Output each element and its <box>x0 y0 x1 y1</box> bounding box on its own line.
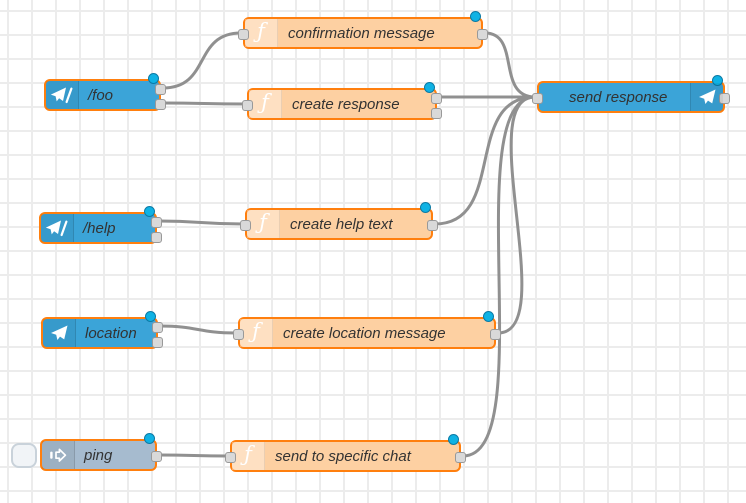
input-port[interactable] <box>233 329 244 340</box>
function-icon: ƒ <box>249 90 282 118</box>
node-help-command[interactable]: /help <box>39 206 162 244</box>
wire-foo-to-confirmation[interactable] <box>162 31 242 90</box>
wire-help-to-help-text[interactable] <box>158 219 244 226</box>
wire-help-text-to-send-response[interactable] <box>434 95 536 226</box>
function-icon: ƒ <box>245 19 278 47</box>
input-port[interactable] <box>240 220 251 231</box>
node-label: create location message <box>283 324 446 342</box>
changed-badge <box>420 202 431 213</box>
inject-arrow-icon <box>42 441 75 469</box>
telegram-command-icon <box>41 214 74 242</box>
node-confirmation-message[interactable]: ƒ confirmation message <box>238 11 488 49</box>
node-create-help-text[interactable]: ƒ create help text <box>240 202 438 240</box>
output-port-2[interactable] <box>431 108 442 119</box>
node-label: confirmation message <box>288 24 435 42</box>
input-port[interactable] <box>225 452 236 463</box>
node-create-location-message[interactable]: ƒ create location message <box>233 311 501 349</box>
changed-badge <box>712 75 723 86</box>
wire-foo-to-create-response[interactable] <box>162 101 246 106</box>
inject-trigger-button[interactable] <box>11 443 37 468</box>
node-label: /help <box>83 219 116 237</box>
node-ping-inject[interactable]: ping <box>11 433 162 471</box>
output-port-2[interactable] <box>155 99 166 110</box>
wire-ping-to-specific-chat[interactable] <box>158 453 229 458</box>
changed-badge <box>144 433 155 444</box>
output-port-1[interactable] <box>152 322 163 333</box>
telegram-plane-icon <box>43 319 76 347</box>
output-port[interactable] <box>490 329 501 340</box>
node-send-response[interactable]: send response <box>532 75 730 113</box>
node-label: create response <box>292 95 400 113</box>
changed-badge <box>145 311 156 322</box>
changed-badge <box>144 206 155 217</box>
node-label: send response <box>569 88 668 106</box>
output-port-1[interactable] <box>431 93 442 104</box>
changed-badge <box>483 311 494 322</box>
telegram-command-icon <box>46 81 79 109</box>
wire-confirmation-to-send-response[interactable] <box>484 31 536 99</box>
node-label: ping <box>84 446 113 464</box>
input-port[interactable] <box>532 93 543 104</box>
node-label: create help text <box>290 215 393 233</box>
output-port[interactable] <box>719 93 730 104</box>
output-port[interactable] <box>477 29 488 40</box>
output-port[interactable] <box>151 451 162 462</box>
wire-specific-chat-to-send-response[interactable] <box>462 95 536 458</box>
node-send-to-specific-chat[interactable]: ƒ send to specific chat <box>225 434 466 472</box>
output-port-2[interactable] <box>152 337 163 348</box>
function-icon: ƒ <box>240 319 273 347</box>
output-port[interactable] <box>427 220 438 231</box>
telegram-plane-icon <box>690 83 723 111</box>
wire-location-to-location-message[interactable] <box>159 324 237 335</box>
changed-badge <box>148 73 159 84</box>
function-icon: ƒ <box>232 442 265 470</box>
changed-badge <box>470 11 481 22</box>
output-port-2[interactable] <box>151 232 162 243</box>
input-port[interactable] <box>238 29 249 40</box>
output-port-1[interactable] <box>151 217 162 228</box>
node-label: location <box>85 324 137 342</box>
wire-location-message-to-send-response[interactable] <box>497 95 536 335</box>
changed-badge <box>424 82 435 93</box>
node-create-response[interactable]: ƒ create response <box>242 82 442 120</box>
output-port-1[interactable] <box>155 84 166 95</box>
output-port[interactable] <box>455 452 466 463</box>
changed-badge <box>448 434 459 445</box>
node-foo-command[interactable]: /foo <box>44 73 166 111</box>
node-label: /foo <box>88 86 114 104</box>
input-port[interactable] <box>242 100 253 111</box>
node-location-event[interactable]: location <box>41 311 163 349</box>
node-label: send to specific chat <box>275 447 411 465</box>
function-icon: ƒ <box>247 210 280 238</box>
